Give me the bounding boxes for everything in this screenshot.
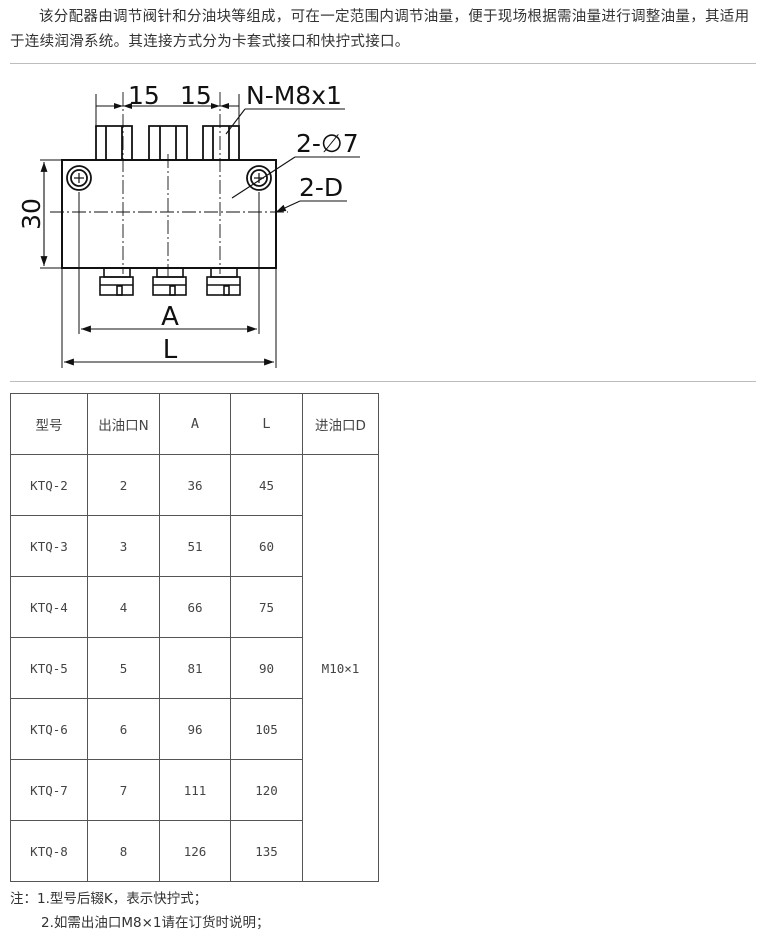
cell-model: KTQ-7 [10,759,88,821]
outlet-fitting-2 [152,267,187,296]
leader-inlet [275,200,301,213]
label-pitch-1: 15 [128,81,160,110]
label-outlet-thread: N-M8x1 [246,81,342,110]
cell-l: 105 [230,698,303,760]
outlet-fitting-3 [206,267,241,296]
cell-l: 45 [230,454,303,516]
cell-l: 135 [230,820,303,882]
cell-l: 60 [230,515,303,577]
header-model: 型号 [10,393,88,455]
cell-outlet: 4 [87,576,160,638]
cell-model: KTQ-5 [10,637,88,699]
cell-l: 120 [230,759,303,821]
leader-outlet [225,108,246,135]
cell-l: 75 [230,576,303,638]
valve-top-1 [95,125,133,160]
label-dim-a: A [161,302,179,332]
label-hole-spec: 2-∅7 [296,129,359,158]
cell-a: 36 [159,454,231,516]
label-pitch-2: 15 [180,81,212,110]
table-header-row: 型号 出油口N A L 进油口D [10,393,379,455]
table-row: KTQ-3 3 51 60 [10,515,379,577]
cell-a: 81 [159,637,231,699]
mounting-hole-left [66,165,92,191]
note-line-1: 注：1.型号后辍K，表示快拧式； [10,891,208,907]
header-l: L [230,393,303,455]
cell-outlet: 5 [87,637,160,699]
cell-inlet-merged: M10×1 [302,454,379,882]
cell-model: KTQ-4 [10,576,88,638]
intro-paragraph: 该分配器由调节阀针和分油块等组成，可在一定范围内调节油量，便于现场根据需油量进行… [10,9,750,50]
notes: 注：1.型号后辍K，表示快拧式； 2.如需出油口M8×1请在订货时说明； [10,887,270,935]
cell-outlet: 3 [87,515,160,577]
cell-outlet: 6 [87,698,160,760]
cell-outlet: 2 [87,454,160,516]
cell-model: KTQ-6 [10,698,88,760]
cell-model: KTQ-8 [10,820,88,882]
label-inlet: 2-D [299,173,343,202]
table-row: KTQ-8 8 126 135 [10,820,379,882]
divider-middle [10,381,756,382]
outlet-fitting-1 [99,267,134,296]
table-row: KTQ-2 2 36 45 M10×1 [10,454,379,882]
valve-top-2 [148,125,188,160]
cell-a: 51 [159,515,231,577]
cell-a: 111 [159,759,231,821]
cell-model: KTQ-3 [10,515,88,577]
label-height: 30 [17,198,46,230]
table-row: KTQ-7 7 111 120 [10,759,379,821]
table-row: KTQ-5 5 81 90 [10,637,379,699]
cell-l: 90 [230,637,303,699]
table-row: KTQ-4 4 66 75 [10,576,379,638]
note-line-2: 2.如需出油口M8×1请在订货时说明； [41,915,270,931]
valve-top-3 [202,125,240,160]
divider-top [10,63,756,64]
header-outlet: 出油口N [87,393,160,455]
header-inlet: 进油口D [302,393,379,455]
label-dim-l: L [163,335,178,365]
cell-a: 66 [159,576,231,638]
cell-outlet: 7 [87,759,160,821]
cell-a: 96 [159,698,231,760]
leader-hole [231,156,296,199]
header-a: A [159,393,231,455]
technical-drawing: 15 15 N-M8x1 2-∅7 2-D 30 A L [17,81,360,368]
mounting-hole-right [246,165,272,191]
cell-a: 126 [159,820,231,882]
spec-table: 型号 出油口N A L 进油口D KTQ-2 2 36 45 M10×1 KTQ… [10,393,379,882]
table-row: KTQ-6 6 96 105 [10,698,379,760]
cell-outlet: 8 [87,820,160,882]
distributor-body [61,159,277,269]
cell-model: KTQ-2 [10,454,88,516]
